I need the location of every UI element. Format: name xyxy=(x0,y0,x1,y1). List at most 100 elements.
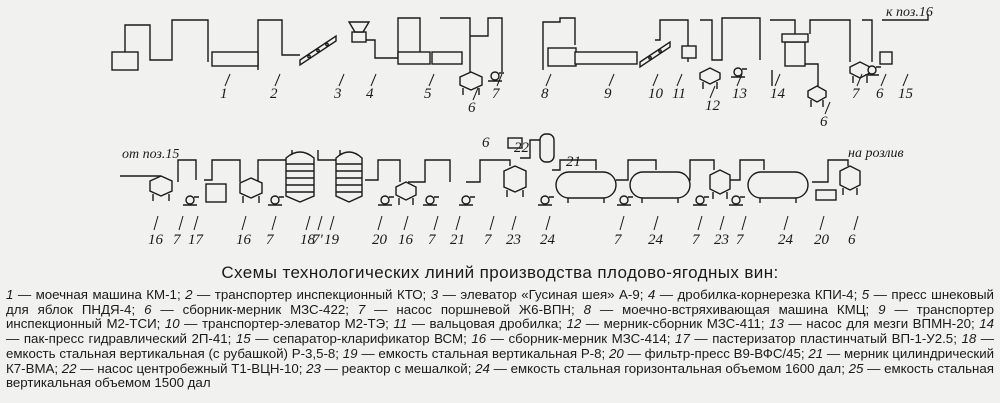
tank-icon xyxy=(149,175,173,197)
legend-item: 8 — моечно-встряхивающая машина КМЦ; xyxy=(583,301,870,317)
pipe xyxy=(120,159,241,182)
tank-legs xyxy=(842,188,858,195)
screw-press-icon xyxy=(431,51,463,65)
legend-item-number: 1 xyxy=(6,287,14,302)
legend-item: 14 — пак-пресс гидравлический 2П-41; xyxy=(6,316,995,347)
pump-base xyxy=(693,196,709,206)
equipment-label: 6 xyxy=(468,100,476,116)
legend-item: 17 — пастеризатор пластинчатый ВП-1-У2.5… xyxy=(675,331,957,347)
legend-item: 25 — емкость стальная вертикальная объем… xyxy=(6,360,994,391)
leader-line xyxy=(274,73,281,87)
leader-line xyxy=(370,73,377,87)
equipment-label: 7 xyxy=(173,232,182,248)
tank-icon xyxy=(459,71,483,91)
tank-legs xyxy=(702,82,718,89)
shaker-washer-icon xyxy=(547,47,577,67)
legend-item-text: насос поршневой Ж6-ВПН; xyxy=(396,301,575,317)
conveyor-roller xyxy=(307,54,311,59)
pump-base xyxy=(729,196,745,206)
pipe xyxy=(770,14,929,62)
equipment-label: 7 xyxy=(428,232,437,248)
legend-item: 6 — сборник-мерник МЗС-422; xyxy=(144,301,349,317)
equipment-label: 7 xyxy=(692,232,701,248)
tank-icon xyxy=(503,165,527,193)
equipment-label: 22 xyxy=(514,140,530,156)
hopper-icon xyxy=(347,21,371,33)
equipment-label: 3 xyxy=(333,86,342,102)
legend-item-number: 22 xyxy=(61,360,77,376)
equipment-label: 23 xyxy=(714,232,729,248)
roller-crusher-icon xyxy=(681,45,697,59)
legend-item-text: емкость стальная вертикальная Р-8; xyxy=(378,345,606,361)
equipment-label: 7 xyxy=(492,86,501,102)
legend-item: 3 — элеватор «Гусиная шея» А-9; xyxy=(430,287,644,302)
legend-item-number: 7 xyxy=(357,301,366,317)
pump-base xyxy=(731,68,747,78)
equipment-label: 13 xyxy=(732,86,747,102)
legend-item-text: транспортер инспекционный КТО; xyxy=(214,287,427,302)
conveyor-roller xyxy=(648,55,652,60)
legend-item-number: 15 xyxy=(235,331,251,347)
inspection-conveyor-icon xyxy=(211,51,259,67)
legend-item: 22 — насос центробежный Т1-ВЦН-10; xyxy=(61,360,303,376)
conveyor-roller xyxy=(316,48,320,53)
equipment-label: 6 xyxy=(848,232,856,248)
tank-legs xyxy=(506,190,524,197)
equipment-label: 2 xyxy=(270,86,278,102)
legend-item-number: 4 xyxy=(647,287,656,302)
legend-item: 21 — мерник цилиндрический К7-ВМА; xyxy=(6,345,995,376)
leader-line xyxy=(676,73,683,87)
pipelines xyxy=(120,14,929,183)
pump-base xyxy=(538,196,554,206)
legend-item: 7 — насос поршневой Ж6-ВПН; xyxy=(357,301,575,317)
crusher-icon xyxy=(351,31,367,43)
pipe xyxy=(440,17,503,72)
tank-legs xyxy=(712,192,728,199)
leader-lines xyxy=(153,73,909,231)
equipment-label: 24 xyxy=(778,232,794,248)
leader-line xyxy=(619,215,625,231)
conveyor-icon xyxy=(639,40,671,69)
conveyor-roller xyxy=(325,42,329,47)
leader-line xyxy=(338,73,345,87)
pump-icon xyxy=(867,65,877,75)
legend-item-text: транспортер инспекционный М2-ТСИ; xyxy=(6,301,994,332)
leader-line xyxy=(824,101,831,115)
equipment-label: 14 xyxy=(770,86,786,102)
inspection-conveyor-icon xyxy=(574,51,638,65)
pump-icon xyxy=(380,195,390,205)
pump-base xyxy=(865,66,881,76)
pipe xyxy=(257,19,300,70)
pack-press-icon xyxy=(784,41,806,67)
legend-item: 24 — емкость стальная горизонтальная объ… xyxy=(475,360,845,376)
tank-icon xyxy=(239,177,263,199)
press-head-icon xyxy=(781,33,809,43)
equipment-label: 15 xyxy=(898,86,914,102)
washing-machine-icon xyxy=(111,51,139,71)
tank-legs xyxy=(641,198,679,203)
pump-base xyxy=(183,196,199,206)
legend-item-text: вальцовая дробилка; xyxy=(429,316,562,332)
leader-line xyxy=(428,73,435,87)
legend-item-text: насос для мезги ВПМН-20; xyxy=(806,316,975,332)
leader-line xyxy=(545,73,552,87)
leader-line xyxy=(329,215,335,231)
equipment-label: 24 xyxy=(648,232,664,248)
tank-legs xyxy=(759,198,797,203)
legend-item: 9 — транспортер инспекционный М2-ТСИ; xyxy=(6,301,994,332)
leader-line xyxy=(741,215,747,231)
equipment-label: 16 xyxy=(398,232,414,248)
leader-line xyxy=(652,73,659,87)
pump-icon xyxy=(733,67,743,77)
pump-icon xyxy=(619,195,629,205)
legend-item-text: сепаратор-кларификатор ВСМ; xyxy=(273,331,467,347)
equipment-label: 6 xyxy=(876,86,884,102)
tank-legs xyxy=(462,88,480,95)
legend-item-number: 25 xyxy=(848,360,864,376)
note-from-item-15: от поз.15 xyxy=(122,147,179,162)
leader-line xyxy=(317,215,323,231)
pipe xyxy=(542,17,576,70)
legend-item: 23 — реактор с мешалкой; xyxy=(306,360,472,376)
horizontal-tank-icon xyxy=(629,171,691,199)
leader-line xyxy=(902,73,909,87)
